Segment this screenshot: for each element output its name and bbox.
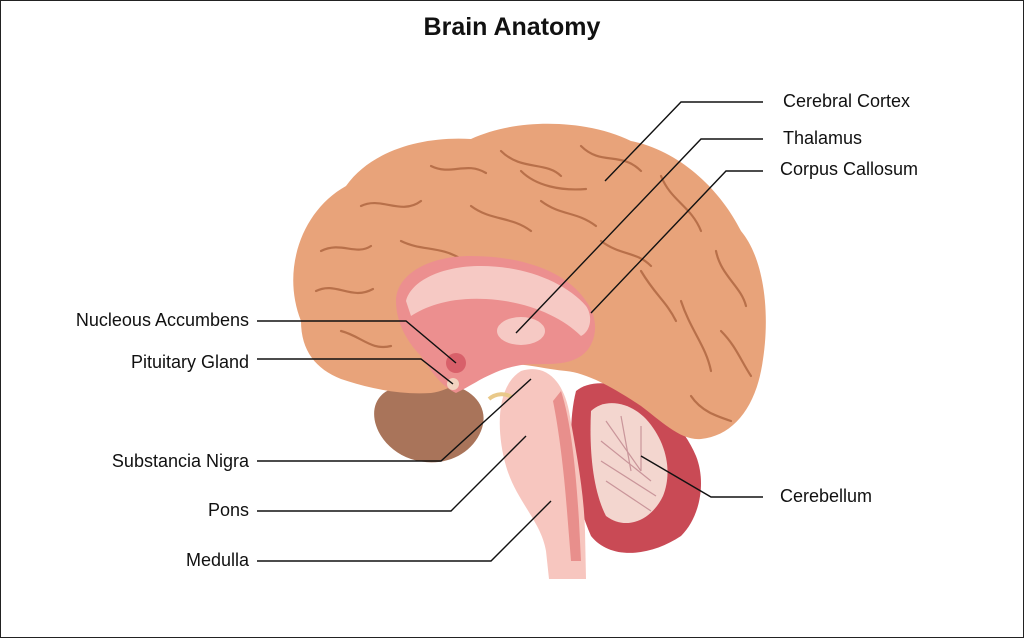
substancia-nigra-shape: [487, 392, 513, 401]
corpus-callosum-shape: [406, 266, 591, 336]
label-pituitary-gland: Pituitary Gland: [130, 352, 249, 372]
brainstem-core: [553, 391, 581, 561]
leader-line-cerebellum: [640, 455, 763, 498]
label-pons: Pons: [207, 500, 249, 520]
leader-line-thalamus: [515, 138, 763, 334]
label-nucleous-accumbens: Nucleous Accumbens: [75, 310, 249, 330]
label-corpus-callosum: Corpus Callosum: [780, 159, 919, 179]
label-substancia-nigra: Substancia Nigra: [111, 451, 249, 471]
thalamus-shape: [497, 317, 545, 345]
leader-line-nucleous-accumbens: [257, 320, 457, 364]
label-thalamus: Thalamus: [783, 128, 863, 148]
leader-line-corpus-callosum: [590, 170, 763, 314]
leader-line-pons: [257, 435, 527, 512]
diagram-title: Brain Anatomy: [423, 13, 601, 41]
label-cerebral-cortex: Cerebral Cortex: [783, 91, 911, 111]
leader-line-substancia-nigra: [257, 378, 532, 462]
leader-line-cerebral-cortex: [604, 101, 763, 182]
label-medulla: Medulla: [185, 550, 249, 570]
leader-line-pituitary-gland: [257, 358, 454, 385]
leader-lines: [257, 101, 763, 562]
temporal-lobe: [374, 382, 484, 463]
label-cerebellum: Cerebellum: [780, 486, 873, 506]
leader-line-medulla: [257, 500, 552, 562]
